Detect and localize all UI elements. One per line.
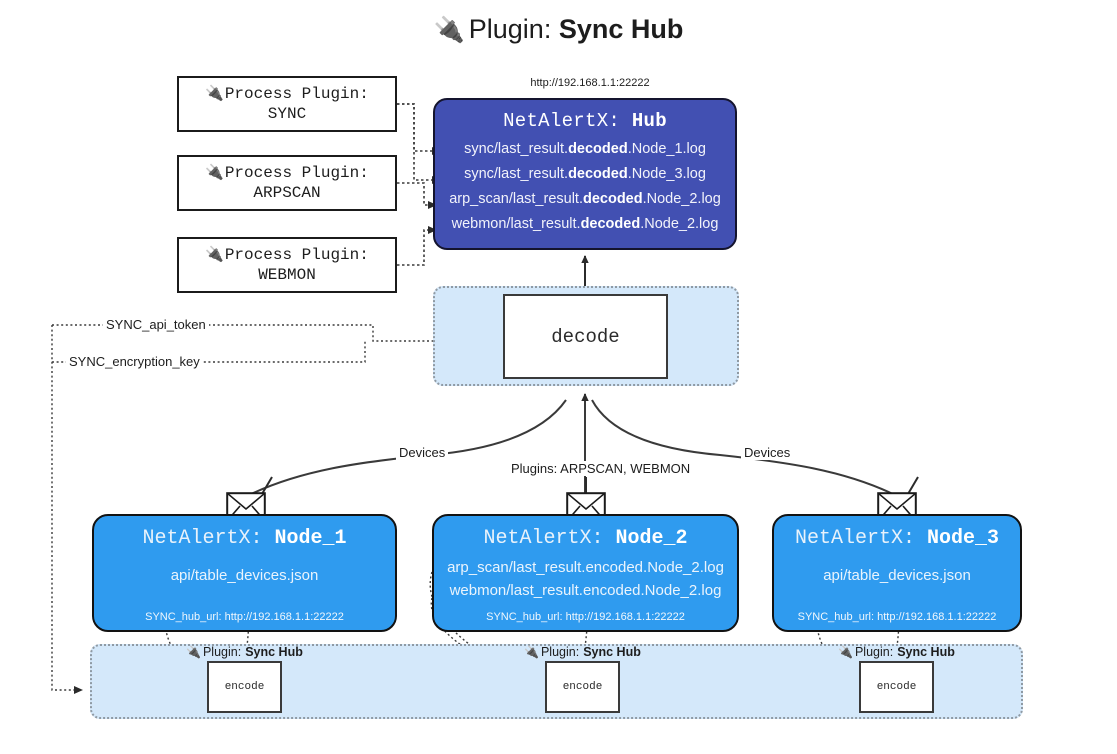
node-line-list: api/table_devices.json xyxy=(774,564,1020,587)
node-title-name: Node_3 xyxy=(927,527,1000,550)
encode-plugin-name: Sync Hub xyxy=(245,645,303,659)
hub-node[interactable]: NetAlertX: Hub sync/last_result.decoded.… xyxy=(433,98,737,250)
encode-box-node-3[interactable]: encode xyxy=(859,661,934,713)
node-line: arp_scan/last_result.encoded.Node_2.log xyxy=(447,559,724,576)
edge-label-plugins: Plugins: ARPSCAN, WEBMON xyxy=(508,461,694,476)
encode-plugin-label: 🔌 Plugin: Sync Hub xyxy=(524,645,641,659)
node-title: NetAlertX: Node_2 xyxy=(434,527,737,550)
node-line: api/table_devices.json xyxy=(170,567,319,584)
page-title: 🔌Plugin: Sync Hub xyxy=(0,14,1117,45)
node-line: webmon/last_result.encoded.Node_2.log xyxy=(449,582,722,599)
plug-icon: 🔌 xyxy=(186,645,201,659)
hub-log-pre: sync/last_result. xyxy=(464,166,569,182)
node-title-prefix: NetAlertX: xyxy=(142,527,263,550)
hub-log-line: sync/last_result.decoded.Node_3.log xyxy=(435,162,735,187)
hub-log-pre: arp_scan/last_result. xyxy=(449,191,583,207)
hub-log-post: .Node_2.log xyxy=(642,191,721,207)
process-plugin-label: Process Plugin: xyxy=(224,84,369,103)
node-title: NetAlertX: Node_1 xyxy=(94,527,395,550)
encode-box-node-1[interactable]: encode xyxy=(207,661,282,713)
hub-title: NetAlertX: Hub xyxy=(435,110,735,132)
encode-plugin-label: 🔌 Plugin: Sync Hub xyxy=(838,645,955,659)
node-title-name: Node_1 xyxy=(274,527,347,550)
node-hub-url: SYNC_hub_url: http://192.168.1.1:22222 xyxy=(797,611,997,623)
node-line-list: arp_scan/last_result.encoded.Node_2.log … xyxy=(434,556,737,602)
plug-icon: 🔌 xyxy=(524,645,539,659)
process-plugin-name: SYNC xyxy=(267,105,307,123)
hub-log-post: .Node_1.log xyxy=(627,141,706,157)
edge-label-api-token: SYNC_api_token xyxy=(103,317,209,332)
edge-label-devices-left: Devices xyxy=(396,445,449,460)
plug-icon: 🔌 xyxy=(838,645,853,659)
encode-plugin-prefix: Plugin: xyxy=(540,645,580,659)
hub-log-line: webmon/last_result.decoded.Node_2.log xyxy=(435,212,735,237)
hub-log-pre: sync/last_result. xyxy=(464,141,569,157)
process-plugin-webmon[interactable]: 🔌 Process Plugin: WEBMON xyxy=(177,237,397,293)
node-hub-url: SYNC_hub_url: http://192.168.1.1:22222 xyxy=(145,611,344,623)
hub-log-post: .Node_3.log xyxy=(627,166,706,182)
encode-plugin-name: Sync Hub xyxy=(583,645,641,659)
node-title: NetAlertX: Node_3 xyxy=(774,527,1020,550)
node-box-node-3[interactable]: NetAlertX: Node_3 api/table_devices.json… xyxy=(772,514,1022,632)
hub-log-strong: decoded xyxy=(582,191,643,207)
hub-log-list: sync/last_result.decoded.Node_1.log sync… xyxy=(435,137,735,237)
hub-log-strong: decoded xyxy=(568,141,628,157)
hub-log-pre: webmon/last_result. xyxy=(451,216,581,232)
page-title-name: Sync Hub xyxy=(558,14,684,44)
hub-log-post: .Node_2.log xyxy=(640,216,719,232)
page-title-prefix: Plugin: xyxy=(468,14,552,44)
process-plugin-sync[interactable]: 🔌 Process Plugin: SYNC xyxy=(177,76,397,132)
plug-icon: 🔌 xyxy=(205,245,224,264)
encode-plugin-prefix: Plugin: xyxy=(854,645,894,659)
hub-log-line: sync/last_result.decoded.Node_1.log xyxy=(435,137,735,162)
hub-title-name: Hub xyxy=(631,110,667,132)
node-box-node-2[interactable]: NetAlertX: Node_2 arp_scan/last_result.e… xyxy=(432,514,739,632)
encode-plugin-name: Sync Hub xyxy=(897,645,955,659)
node-title-prefix: NetAlertX: xyxy=(794,527,915,550)
plug-icon: 🔌 xyxy=(205,84,224,103)
process-plugin-label: Process Plugin: xyxy=(224,163,369,182)
plug-icon: 🔌 xyxy=(433,16,465,44)
node-line-list: api/table_devices.json xyxy=(94,564,395,587)
hub-url-label: http://192.168.1.1:22222 xyxy=(530,77,650,89)
process-plugin-label: Process Plugin: xyxy=(224,245,369,264)
node-box-node-1[interactable]: NetAlertX: Node_1 api/table_devices.json… xyxy=(92,514,397,632)
hub-log-strong: decoded xyxy=(568,166,628,182)
hub-log-line: arp_scan/last_result.decoded.Node_2.log xyxy=(435,187,735,212)
process-plugin-name: ARPSCAN xyxy=(253,184,321,202)
edge-label-devices-right: Devices xyxy=(741,445,794,460)
hub-title-prefix: NetAlertX: xyxy=(503,110,621,132)
node-title-name: Node_2 xyxy=(615,527,688,550)
process-plugin-arpscan[interactable]: 🔌 Process Plugin: ARPSCAN xyxy=(177,155,397,211)
plug-icon: 🔌 xyxy=(205,163,224,182)
node-hub-url: SYNC_hub_url: http://192.168.1.1:22222 xyxy=(486,611,685,623)
hub-log-strong: decoded xyxy=(580,216,641,232)
process-plugin-name: WEBMON xyxy=(258,266,316,284)
edge-label-encryption-key: SYNC_encryption_key xyxy=(66,354,203,369)
decode-box[interactable]: decode xyxy=(503,294,668,379)
encode-box-node-2[interactable]: encode xyxy=(545,661,620,713)
encode-plugin-label: 🔌 Plugin: Sync Hub xyxy=(186,645,303,659)
encode-plugin-prefix: Plugin: xyxy=(202,645,242,659)
node-line: api/table_devices.json xyxy=(823,567,971,584)
node-title-prefix: NetAlertX: xyxy=(483,527,604,550)
